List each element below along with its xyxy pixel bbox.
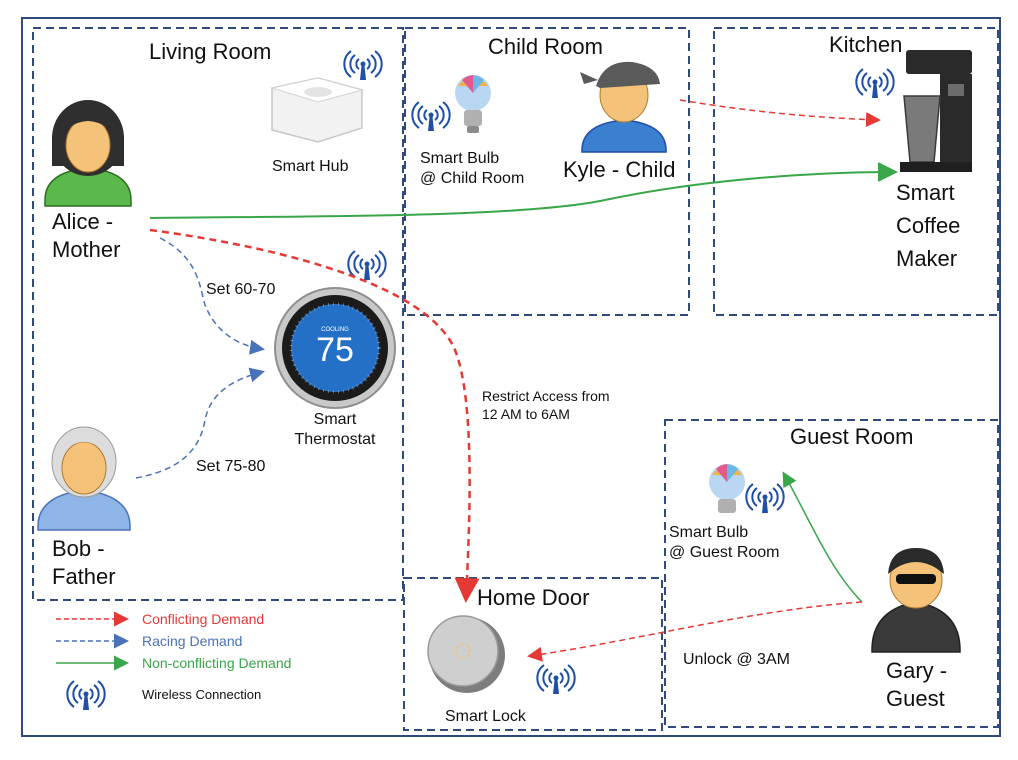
kyle-to-coffee-maker-arrow — [679, 99, 881, 128]
thermostat-mode: COOLING — [321, 327, 349, 333]
legend-conflicting-label: Conflicting Demand — [142, 611, 265, 627]
restrict-access-demand-label: Restrict Access from 12 AM to 6AM — [482, 388, 610, 422]
kitchen-title: Kitchen — [829, 32, 903, 57]
smart-bulb-child-label: Smart Bulb @ Child Room — [420, 150, 525, 187]
smart-hub-icon — [270, 77, 364, 143]
alice-to-smart-lock-arrow — [149, 228, 480, 603]
home-door-boundary — [403, 577, 663, 731]
smart-hub-label: Smart Hub — [272, 158, 349, 175]
unlock-demand-label: Unlock @ 3AM — [683, 651, 790, 668]
wifi-icon — [66, 680, 106, 711]
gary-to-guest-bulb-arrow — [782, 471, 863, 603]
legend-non-conflicting-label: Non-conflicting Demand — [142, 655, 292, 671]
bob-person-icon — [37, 426, 131, 531]
wifi-icon — [411, 101, 451, 132]
child-room-title: Child Room — [488, 34, 603, 59]
coffee-maker-icon — [900, 50, 972, 172]
bob-thermostat-demand-label: Set 75-80 — [196, 458, 266, 475]
bulb-icon — [455, 75, 491, 133]
alice-thermostat-demand-label: Set 60-70 — [206, 281, 276, 298]
bulb-icon — [709, 464, 745, 513]
outer-frame — [21, 17, 1001, 737]
legend-racing-label: Racing Demand — [142, 633, 243, 649]
guest-room-title: Guest Room — [790, 424, 914, 449]
alice-label: Alice - Mother — [52, 209, 121, 262]
living-room-boundary — [32, 27, 404, 601]
wifi-icon — [343, 50, 383, 81]
guest-room-boundary — [664, 419, 999, 728]
bob-label: Bob - Father — [52, 536, 116, 589]
wifi-icon — [536, 664, 576, 695]
kyle-label: Kyle - Child — [563, 157, 676, 182]
gary-to-smart-lock-arrow — [527, 601, 863, 662]
thermostat-label: Smart Thermostat — [294, 411, 376, 448]
alice-person-icon — [44, 100, 132, 207]
home-door-title: Home Door — [477, 585, 590, 610]
bob-to-thermostat-arrow — [135, 367, 265, 479]
smart-lock-label: Smart Lock — [445, 708, 526, 725]
legend-wireless-label: Wireless Connection — [142, 687, 262, 702]
wifi-icon — [745, 483, 785, 514]
smart-lock-icon — [427, 615, 505, 693]
gary-label: Gary - Guest — [886, 658, 948, 711]
alice-to-thermostat-arrow — [159, 237, 265, 355]
living-room-title: Living Room — [149, 39, 272, 64]
gary-guest-person-icon — [871, 548, 961, 653]
alice-to-coffee-maker-arrow — [149, 162, 898, 219]
thermostat-display: 75 — [316, 331, 354, 369]
thermostat-icon — [274, 287, 396, 409]
kyle-person-icon — [580, 61, 667, 153]
wifi-icon — [855, 68, 895, 99]
coffee-maker-label: Smart Coffee Maker — [896, 180, 961, 271]
smart-bulb-guest-label: Smart Bulb @ Guest Room — [669, 524, 780, 561]
